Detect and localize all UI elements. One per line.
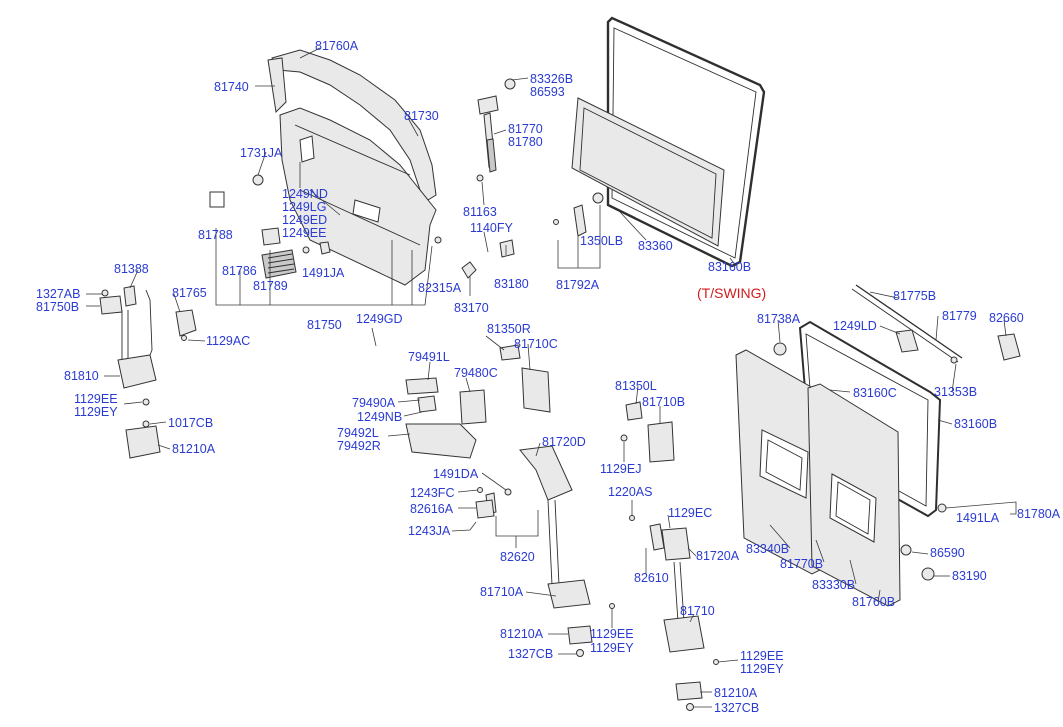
- label-1129EE-center: 1129EE: [590, 627, 634, 641]
- label-83180: 83180: [494, 277, 529, 291]
- left-latch-assembly: [99, 285, 197, 459]
- label-81750: 81750: [307, 318, 342, 332]
- label-81388: 81388: [114, 262, 149, 276]
- label-1129EY-left: 1129EY: [74, 405, 118, 419]
- label-81730: 81730: [404, 109, 439, 123]
- label-79491L: 79491L: [408, 350, 450, 364]
- swing-door-panels: [735, 284, 1021, 607]
- label-81710B: 81710B: [642, 395, 685, 409]
- label-1243JA: 1243JA: [408, 524, 451, 538]
- label-1731JA: 1731JA: [240, 146, 283, 160]
- label-83340B: 83340B: [746, 542, 789, 556]
- label-1129EY-right: 1129EY: [740, 662, 784, 676]
- label-81710A: 81710A: [480, 585, 524, 599]
- label-81210A-left: 81210A: [172, 442, 216, 456]
- label-1243FC: 1243FC: [410, 486, 454, 500]
- label-1129EE-left: 1129EE: [74, 392, 118, 406]
- label-82315A: 82315A: [418, 281, 462, 295]
- label-1491LA: 1491LA: [956, 511, 1000, 525]
- label-82660: 82660: [989, 311, 1024, 325]
- label-1350LB: 1350LB: [580, 234, 623, 248]
- label-79490A: 79490A: [352, 396, 396, 410]
- label-82620: 82620: [500, 550, 535, 564]
- tswing-note: (T/SWING): [697, 285, 766, 301]
- label-1327CB-right: 1327CB: [714, 701, 759, 715]
- label-1140FY: 1140FY: [470, 221, 514, 235]
- label-31353B: 31353B: [934, 385, 977, 399]
- label-81210A-right: 81210A: [714, 686, 758, 700]
- label-1491JA: 1491JA: [302, 266, 345, 280]
- label-81770B: 81770B: [780, 557, 823, 571]
- label-81770: 81770: [508, 122, 543, 136]
- label-81720D: 81720D: [542, 435, 586, 449]
- label-81780: 81780: [508, 135, 543, 149]
- label-1249ND: 1249ND: [282, 187, 328, 201]
- label-1249LG: 1249LG: [282, 200, 326, 214]
- label-81740: 81740: [214, 80, 249, 94]
- part-labels: 81760A 81740 81730 1731JA 1249ND 1249LG …: [36, 39, 1061, 715]
- label-81738A: 81738A: [757, 312, 801, 326]
- label-79492L: 79492L: [337, 426, 379, 440]
- label-81810: 81810: [64, 369, 99, 383]
- label-79492R: 79492R: [337, 439, 381, 453]
- label-81350R: 81350R: [487, 322, 531, 336]
- door-frame-seal: [571, 16, 766, 268]
- label-1249EE: 1249EE: [282, 226, 326, 240]
- label-81765: 81765: [172, 286, 207, 300]
- label-81786: 81786: [222, 264, 257, 278]
- label-81775B: 81775B: [893, 289, 936, 303]
- label-81350L: 81350L: [615, 379, 657, 393]
- label-81788: 81788: [198, 228, 233, 242]
- label-1327AB: 1327AB: [36, 287, 80, 301]
- label-82610: 82610: [634, 571, 669, 585]
- label-81780A: 81780A: [1017, 507, 1061, 521]
- leader-lines: [86, 47, 1017, 708]
- label-83326B: 83326B: [530, 72, 573, 86]
- label-1129AC: 1129AC: [206, 334, 250, 348]
- label-83160B-right: 83160B: [954, 417, 997, 431]
- label-1129EJ: 1129EJ: [600, 462, 641, 476]
- label-81750B: 81750B: [36, 300, 79, 314]
- small-parts-upper: [209, 174, 604, 279]
- label-81760B: 81760B: [852, 595, 895, 609]
- label-81710C: 81710C: [514, 337, 558, 351]
- label-1491DA: 1491DA: [433, 467, 479, 481]
- label-1129EE-right: 1129EE: [740, 649, 784, 663]
- label-1327CB-center: 1327CB: [508, 647, 553, 661]
- label-83360: 83360: [638, 239, 673, 253]
- center-latch-assembly: [405, 344, 615, 657]
- label-83330B: 83330B: [812, 578, 855, 592]
- label-81210A-center: 81210A: [500, 627, 544, 641]
- label-83160C: 83160C: [853, 386, 897, 400]
- label-82616A: 82616A: [410, 502, 454, 516]
- label-83160B-top: 83160B: [708, 260, 751, 274]
- label-81720A: 81720A: [696, 549, 740, 563]
- label-1129EC: 1129EC: [668, 506, 712, 520]
- label-1220AS: 1220AS: [608, 485, 652, 499]
- gas-strut: [476, 78, 516, 182]
- label-1249GD: 1249GD: [356, 312, 403, 326]
- label-1249ED: 1249ED: [282, 213, 327, 227]
- label-86590: 86590: [930, 546, 965, 560]
- label-1249LD: 1249LD: [833, 319, 877, 333]
- label-81710: 81710: [680, 604, 715, 618]
- label-81792A: 81792A: [556, 278, 600, 292]
- tailgate-trim-upper: [267, 49, 437, 286]
- label-81789: 81789: [253, 279, 288, 293]
- label-1017CB: 1017CB: [168, 416, 213, 430]
- label-81163: 81163: [463, 205, 497, 219]
- label-1249NB: 1249NB: [357, 410, 402, 424]
- label-1129EY-center: 1129EY: [590, 641, 634, 655]
- label-83190: 83190: [952, 569, 987, 583]
- label-81760A: 81760A: [315, 39, 359, 53]
- label-83170: 83170: [454, 301, 489, 315]
- label-81779: 81779: [942, 309, 977, 323]
- label-86593: 86593: [530, 85, 565, 99]
- label-79480C: 79480C: [454, 366, 498, 380]
